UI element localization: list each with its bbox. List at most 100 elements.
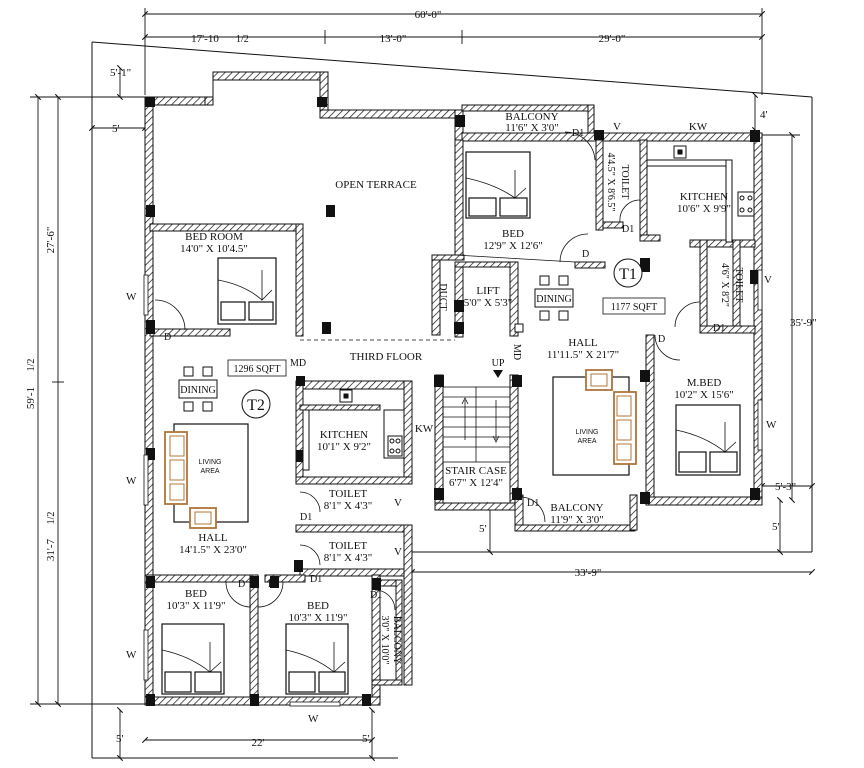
kitchen-window-mark: KW (689, 121, 708, 133)
bed-icon (285, 623, 349, 695)
dining-t2-label: DINING (180, 385, 216, 396)
dining-t1-label: DINING (536, 294, 572, 305)
dim-left-lower: 31'-7 (45, 538, 57, 561)
t1-label: T1 (619, 266, 637, 283)
dim-left-lower-frac: 1/2 (46, 512, 57, 525)
vent-mark: V (613, 121, 621, 133)
hall-t2-name: HALL (198, 532, 228, 544)
door-mark: D (658, 334, 665, 345)
dining-table-t2 (178, 366, 218, 412)
toilet-t1-size: 4'6" X 8'2" (719, 263, 730, 307)
window-mark: W (126, 649, 137, 661)
dimension-labels: 60'-0" 17'-10 1/2 13'-0" 29'-0" 5'-1" 5'… (25, 9, 817, 749)
dim-right-mid: 5'-3" (775, 481, 796, 493)
third-floor-label: THIRD FLOOR (350, 351, 423, 363)
columns (145, 97, 760, 706)
window-mark: W (766, 419, 777, 431)
dim-right-top: 4' (760, 109, 768, 121)
hall-t2-size: 14'1.5" X 23'0" (179, 544, 247, 556)
windows (143, 269, 763, 707)
dim-bottom-width: 22' (252, 737, 265, 749)
living-area-t1-line1: LIVING (576, 429, 599, 436)
open-terrace-label: OPEN TERRACE (335, 179, 417, 191)
living-area-t2-line1: LIVING (199, 459, 222, 466)
bed-icon (161, 623, 225, 695)
living-area-t2 (164, 423, 249, 529)
door-mark: D (582, 249, 589, 260)
window-mark: W (126, 475, 137, 487)
kitchen-fixtures (302, 145, 755, 471)
door-d1-mark: D1 (527, 498, 539, 509)
window-mark: W (126, 291, 137, 303)
mbed-size: 10'2" X 15'6" (674, 389, 733, 401)
bed-top-size: 12'9" X 12'6" (483, 240, 542, 252)
balcony-mid-size: 11'9" X 3'0" (550, 514, 603, 526)
living-area-t2-line2: AREA (200, 468, 219, 475)
kitchen-t2-size: 10'1" X 9'2" (317, 441, 371, 453)
kw-t2-label: KW (415, 423, 434, 435)
dim-right-low: 5' (772, 521, 780, 533)
dim-bottom-right: 33'-9" (575, 567, 602, 579)
toilet-t1-name: TOILET (733, 268, 744, 303)
balcony-mid-name: BALCONY (550, 502, 603, 514)
bed-top-name: BED (502, 228, 524, 240)
dim-bottom-right-small: 5' (362, 733, 370, 745)
dim-stair-bottom: 5' (479, 523, 487, 535)
balcony-top-name: BALCONY (505, 111, 558, 123)
t1-area: 1177 SQFT (611, 302, 658, 313)
bedroom-name: BED ROOM (185, 231, 243, 243)
dim-left-total: 59'-1 (25, 387, 37, 409)
hall-t1-size: 11'11.5" X 21'7" (547, 349, 619, 361)
bed-mid-size: 10'3" X 11'9" (289, 612, 348, 624)
t2-area-box (227, 359, 287, 377)
hall-t1-name: HALL (568, 337, 598, 349)
walls (144, 71, 763, 706)
plot-boundary (91, 41, 813, 759)
bed-icon (465, 151, 531, 219)
door-mark: D (268, 579, 275, 590)
beds (161, 151, 741, 695)
terrace-edge (300, 254, 576, 341)
t2-area: 1296 SQFT (234, 364, 281, 375)
toilet-top-size: 4'4.5" X 8'6.5" (605, 153, 616, 212)
balcony-right-size: 3'0" X 10'0" (379, 616, 390, 665)
living-area-t1-line2: AREA (577, 438, 596, 445)
duct-label: DUCT (437, 283, 448, 310)
dim-left-offset: 5' (112, 123, 120, 135)
up-arrow-icon (493, 370, 503, 378)
kitchen-t2-name: KITCHEN (320, 429, 368, 441)
dim-left-total-frac: 1/2 (26, 359, 37, 372)
bedroom-size: 14'0" X 10'4.5" (180, 243, 248, 255)
door-d1-mark: D1 (572, 128, 584, 139)
t2-label: T2 (247, 397, 265, 414)
t2-marker (241, 389, 271, 419)
toilet-a-name: TOILET (329, 488, 368, 500)
dim-left-offset-top: 5'-1" (110, 67, 131, 79)
md-right-label: MD (511, 344, 522, 360)
toilet-top-name: TOILET (619, 165, 630, 200)
mbed-name: M.BED (687, 377, 722, 389)
balcony-right-name: BALCONY (391, 616, 402, 664)
door-d1-mark: D1 (370, 590, 382, 601)
door-swings (154, 131, 701, 611)
bed-mid-name: BED (307, 600, 329, 612)
kitchen-t1-name: KITCHEN (680, 191, 728, 203)
door-d1-mark: D1 (622, 224, 634, 235)
opening-marks: D D D D D D1 D1 D1 D1 D1 D1 D1 W W W W W… (126, 121, 777, 725)
balcony-top-size: 11'6" X 3'0" (505, 122, 558, 134)
window-mark: W (308, 713, 319, 725)
toilet-b-name: TOILET (329, 540, 368, 552)
kitchen-t1-size: 10'6" X 9'9" (677, 203, 731, 215)
living-area-t1 (552, 369, 637, 476)
door-d1-mark: D1 (310, 574, 322, 585)
md-left-label: MD (290, 358, 306, 369)
vent-mark: V (394, 546, 402, 558)
lift-name: LIFT (476, 285, 500, 297)
t1-marker (613, 258, 643, 288)
dim-top-mid: 13'-0" (380, 33, 407, 45)
dim-top-total: 60'-0" (415, 9, 442, 21)
vent-mark: V (394, 497, 402, 509)
bed-left-name: BED (185, 588, 207, 600)
t1-area-box (602, 297, 666, 315)
